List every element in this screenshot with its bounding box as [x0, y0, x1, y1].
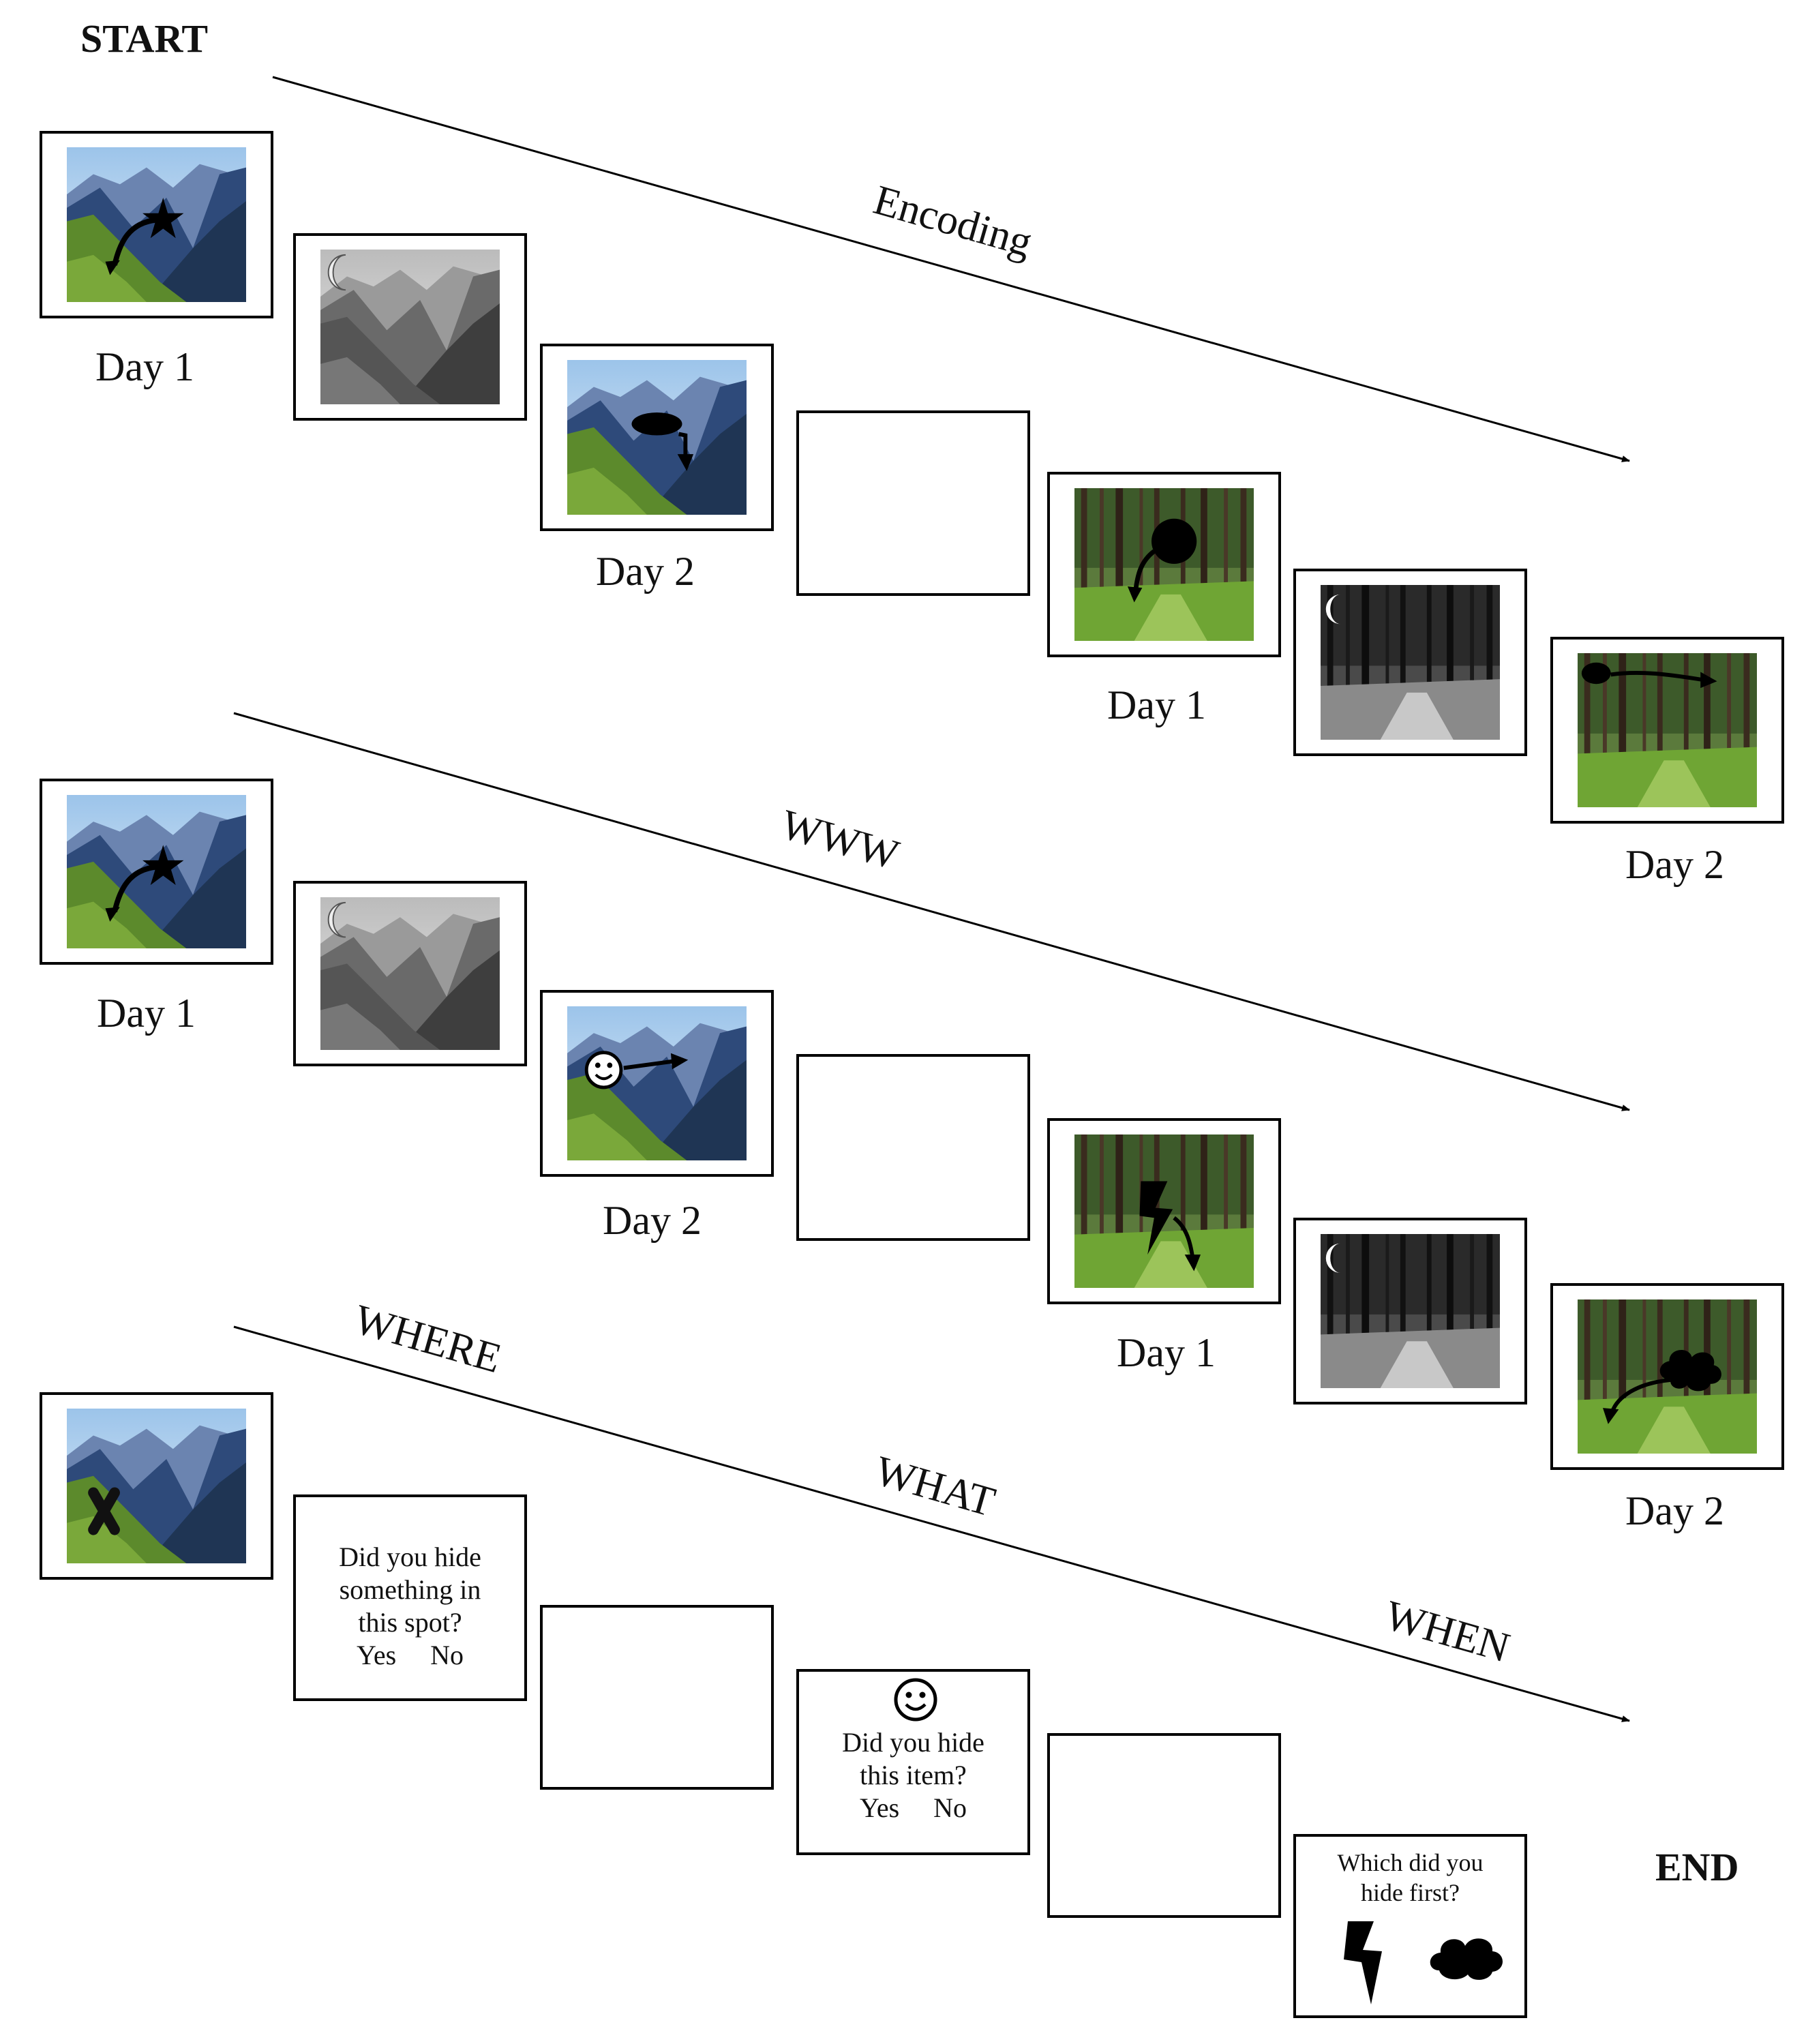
www-forest-day2-label: Day 2	[1625, 1488, 1724, 1533]
moon-icon	[1325, 1243, 1341, 1273]
moon-icon	[327, 901, 346, 938]
what-answer-options: Yes No	[799, 1792, 1027, 1824]
where-question-line: this spot?	[358, 1607, 462, 1638]
where-question-text: Did you hide something in this spot? Yes…	[296, 1541, 524, 1672]
www-mountain-night-card	[293, 881, 527, 1066]
arrow-icon	[677, 432, 694, 471]
forest-scene	[1074, 488, 1254, 641]
end-label: END	[1655, 1845, 1739, 1889]
cloud-icon	[1430, 1938, 1503, 1980]
where-blank-card	[540, 1605, 774, 1790]
moon-icon	[1325, 594, 1341, 625]
lightning-icon	[1344, 1921, 1382, 2004]
oval-blob-icon	[631, 412, 682, 436]
mountain-night-scene	[320, 897, 500, 1050]
where-answer-options: Yes No	[296, 1639, 524, 1672]
oval-blob-icon	[1581, 662, 1611, 685]
mountain-scene	[67, 795, 246, 948]
encoding-forest-day2-label: Day 2	[1625, 842, 1724, 887]
www-mountain-day2-label: Day 2	[603, 1198, 702, 1243]
what-question-line: Did you hide	[842, 1727, 984, 1758]
www-forest-day2-card	[1550, 1283, 1784, 1470]
encoding-mountain-day2-card	[540, 344, 774, 531]
www-mountain-day2-card	[540, 990, 774, 1177]
mountain-scene	[567, 360, 747, 515]
forest-night-scene	[1321, 585, 1500, 740]
encoding-mountain-day1-label: Day 1	[95, 344, 194, 389]
x-mark-icon	[88, 1487, 120, 1535]
star-icon	[142, 845, 184, 886]
when-question-line: hide first?	[1361, 1879, 1460, 1906]
forest-scene	[1578, 1299, 1757, 1454]
encoding-forest-day2-card	[1550, 637, 1784, 824]
www-forest-day1-card	[1047, 1118, 1281, 1304]
where-question-card: Did you hide something in this spot? Yes…	[293, 1494, 527, 1701]
what-question-text: Did you hide this item? Yes No	[799, 1726, 1027, 1824]
encoding-forest-day1-card	[1047, 472, 1281, 657]
www-mountain-day1-card	[40, 779, 273, 965]
arrow-icon	[1127, 549, 1156, 603]
what-no-option: No	[933, 1792, 967, 1823]
arrow-icon	[105, 217, 157, 275]
where-no-option: No	[430, 1640, 464, 1670]
forest-scene	[1074, 1134, 1254, 1288]
moon-icon	[327, 254, 346, 291]
what-question-line: this item?	[860, 1760, 967, 1790]
forest-night-scene	[1321, 1234, 1500, 1388]
test-arrow	[233, 1325, 1630, 1722]
arrow-icon	[1610, 670, 1717, 689]
encoding-mountain-day2-label: Day 2	[596, 549, 695, 594]
circle-blob-icon	[1151, 518, 1197, 565]
encoding-mountain-day1-card	[40, 131, 273, 318]
arrow-icon	[105, 864, 157, 922]
www-forest-day1-label: Day 1	[1117, 1330, 1216, 1375]
what-yes-option: Yes	[859, 1792, 900, 1823]
arrow-icon	[1603, 1377, 1671, 1424]
arrow-icon	[1173, 1216, 1201, 1272]
where-mountain-card	[40, 1392, 273, 1580]
arrow-icon	[623, 1053, 689, 1070]
forest-scene	[1578, 653, 1757, 807]
lightning-icon	[1139, 1181, 1173, 1255]
encoding-blank-card	[796, 410, 1030, 596]
where-yes-option: Yes	[356, 1640, 397, 1670]
when-question-card: Which did you hide first?	[1293, 1834, 1527, 2018]
cloud-icon	[1659, 1350, 1721, 1392]
smiley-icon	[894, 1678, 937, 1722]
encoding-forest-night-card	[1293, 569, 1527, 756]
encoding-forest-day1-label: Day 1	[1107, 682, 1206, 727]
mountain-scene	[67, 147, 246, 302]
start-label: START	[80, 16, 209, 61]
star-icon	[142, 198, 184, 239]
mountain-night-scene	[320, 250, 500, 404]
www-forest-night-card	[1293, 1218, 1527, 1404]
encoding-mountain-night-card	[293, 233, 527, 421]
what-question-card: Did you hide this item? Yes No	[796, 1669, 1030, 1855]
encoding-arrow	[272, 76, 1630, 462]
where-question-line: something in	[339, 1574, 481, 1605]
mountain-scene	[567, 1006, 747, 1160]
www-mountain-day1-label: Day 1	[97, 991, 196, 1036]
where-question-line: Did you hide	[339, 1542, 481, 1572]
mountain-scene	[67, 1409, 246, 1563]
what-blank-card	[1047, 1733, 1281, 1918]
when-question-line: Which did you	[1337, 1849, 1484, 1876]
www-arrow	[233, 712, 1630, 1111]
www-blank-card	[796, 1054, 1030, 1241]
smiley-icon	[584, 1051, 623, 1089]
when-question-text: Which did you hide first?	[1296, 1848, 1524, 1908]
